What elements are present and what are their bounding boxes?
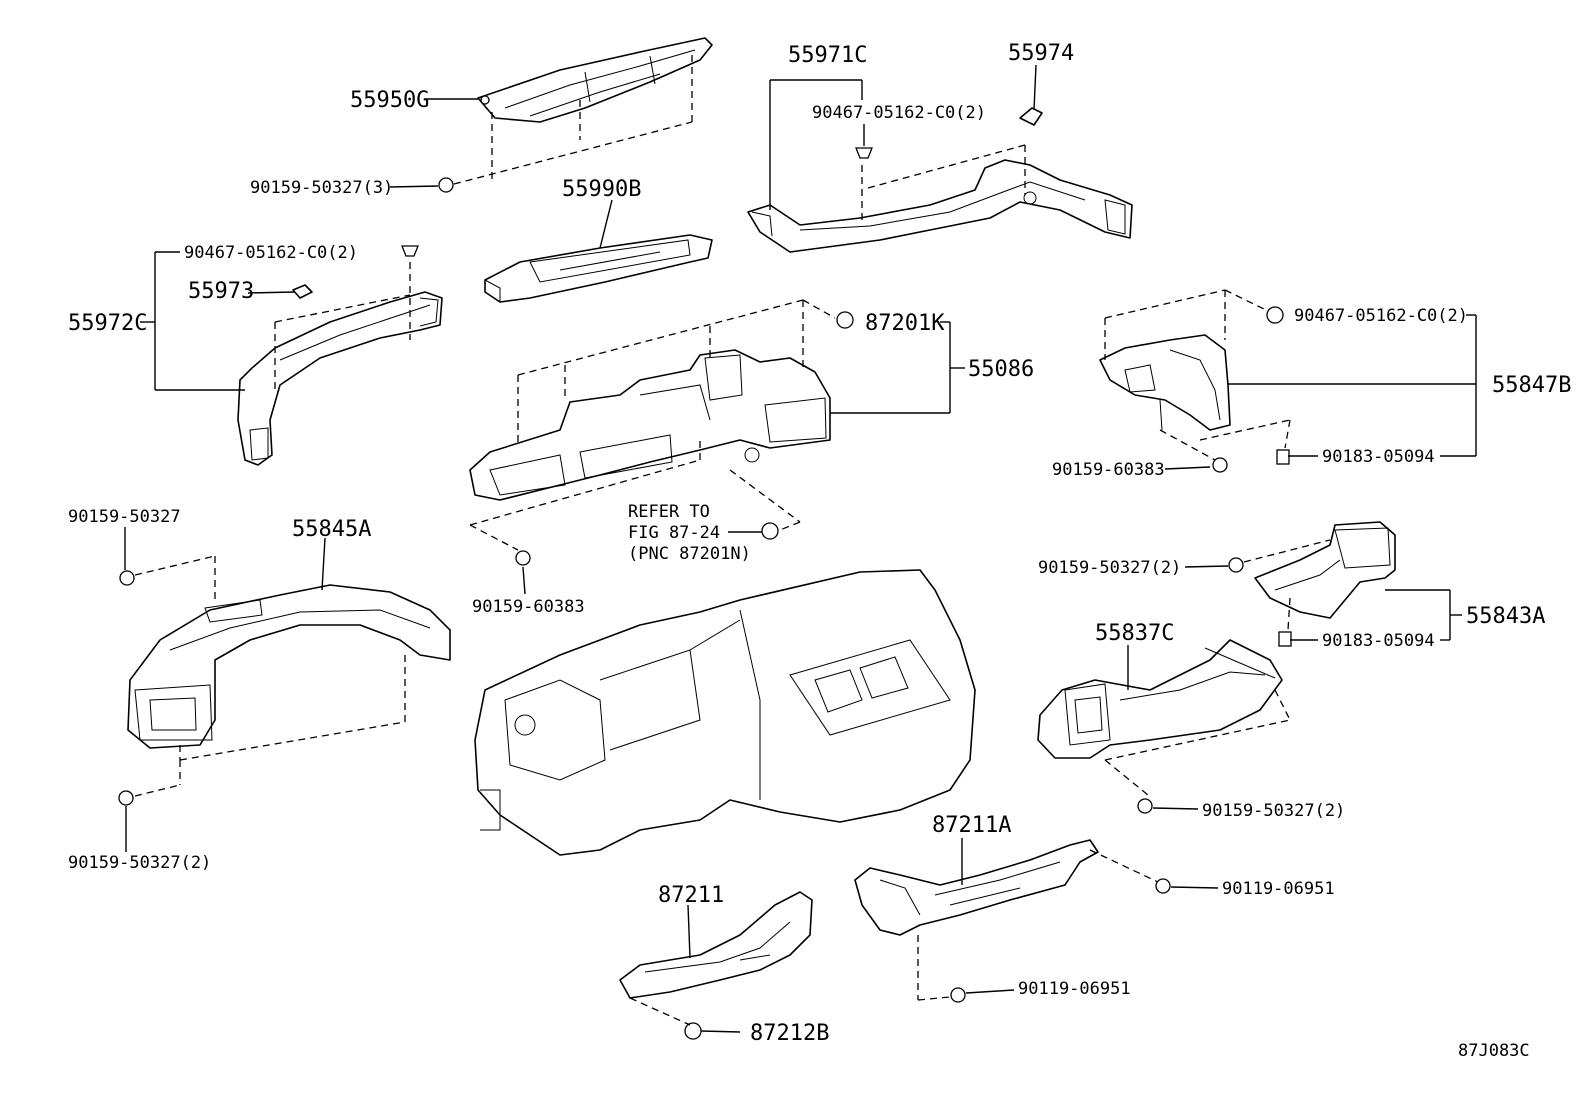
part-55843A-duct — [1254, 521, 1396, 619]
label-55974: 55974 — [1008, 41, 1074, 66]
bolt-icon — [438, 177, 454, 193]
label-55086: 55086 — [968, 357, 1034, 382]
label-90159-60383-right: 90159-60383 — [1052, 460, 1165, 480]
fasteners — [118, 147, 1292, 1040]
part-87211-rear-duct — [619, 891, 813, 999]
label-90159-50327-3: 90159-50327(3) — [250, 178, 393, 198]
label-87212B: 87212B — [750, 1021, 829, 1046]
bolt-icon — [118, 790, 134, 806]
label-90183-05094-right: 90183-05094 — [1322, 447, 1435, 467]
label-55950G: 55950G — [350, 88, 429, 113]
label-90119-06951-b: 90119-06951 — [1018, 979, 1131, 999]
bolt-icon — [515, 550, 531, 566]
label-55971C: 55971C — [788, 43, 867, 68]
label-90159-50327-2-bottom: 90159-50327(2) — [1202, 801, 1345, 821]
leader-lines — [124, 64, 1477, 1033]
label-90467-05162-c0-right: 90467-05162-C0(2) — [1294, 306, 1468, 326]
refer-note-line3: (PNC 87201N) — [628, 544, 751, 564]
label-55990B: 55990B — [562, 177, 641, 202]
label-90183-05094-bottom: 90183-05094 — [1322, 631, 1435, 651]
part-55845A-lower-duct — [127, 584, 451, 749]
part-55086-center-register — [469, 349, 831, 501]
clip-icon — [1266, 306, 1284, 324]
part-55990B-nozzle-grille — [484, 234, 713, 303]
part-55974-clip — [1019, 107, 1043, 126]
label-55845A: 55845A — [292, 517, 371, 542]
clip-icon — [401, 245, 419, 257]
label-90159-50327-2-left: 90159-50327(2) — [68, 853, 211, 873]
bolt-icon — [119, 570, 135, 586]
label-87211: 87211 — [658, 883, 724, 908]
refer-note-line2: FIG 87-24 — [628, 523, 720, 543]
part-labels: 55950G 90159-50327(3) 55990B 55971C 9046… — [68, 41, 1571, 1061]
label-55847B: 55847B — [1492, 373, 1571, 398]
nut-icon — [1276, 449, 1290, 465]
label-90467-05162-c0-left: 90467-05162-C0(2) — [184, 243, 358, 263]
part-55837C-duct — [1037, 639, 1283, 759]
refer-note-line1: REFER TO — [628, 502, 710, 522]
part-55971C-side-duct — [747, 159, 1133, 253]
label-55972C: 55972C — [68, 311, 147, 336]
label-90119-06951-a: 90119-06951 — [1222, 879, 1335, 899]
bolt-icon — [1228, 557, 1244, 573]
label-90159-50327-left: 90159-50327 — [68, 507, 181, 527]
part-55973-clip — [292, 284, 313, 299]
label-90467-05162-c0-top: 90467-05162-C0(2) — [812, 103, 986, 123]
label-87201K: 87201K — [865, 311, 945, 336]
nut-icon — [1278, 631, 1292, 647]
label-90159-60383-center: 90159-60383 — [472, 597, 585, 617]
label-55973: 55973 — [188, 279, 254, 304]
nut-icon — [761, 522, 779, 540]
label-55837C: 55837C — [1095, 621, 1174, 646]
bolt-icon — [950, 987, 966, 1003]
bolt-icon — [1137, 798, 1153, 814]
part-87211A-rear-duct — [854, 839, 1099, 936]
part-55972C-left-duct — [237, 291, 443, 466]
label-87211A: 87211A — [932, 813, 1011, 838]
clip-icon — [855, 147, 873, 159]
part-55847B-side-register — [1099, 334, 1231, 431]
bolt-icon — [1212, 457, 1228, 473]
clip-icon — [836, 311, 854, 329]
figure-code: 87J083C — [1458, 1041, 1530, 1061]
assembly-lines — [134, 55, 1331, 1026]
label-90159-50327-2-right: 90159-50327(2) — [1038, 558, 1181, 578]
clip-icon — [684, 1022, 702, 1040]
part-hvac-unit — [474, 569, 976, 856]
part-55950G-defroster-nozzle — [477, 37, 713, 123]
label-55843A: 55843A — [1466, 604, 1545, 629]
bolt-icon — [1155, 878, 1171, 894]
